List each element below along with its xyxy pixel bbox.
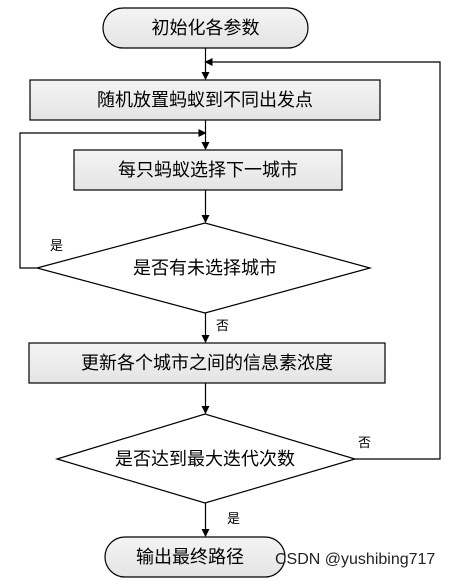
decision1-no-label: 否 — [216, 319, 229, 334]
update-pheromone-label: 更新各个城市之间的信息素浓度 — [81, 353, 333, 374]
edge-decision2-no-loop — [204, 58, 441, 460]
update-pheromone-node: 更新各个城市之间的信息素浓度 — [28, 342, 386, 384]
decision2-no-label: 否 — [358, 436, 371, 451]
watermark: CSDN @yushibing717 — [275, 551, 436, 568]
decision-unselected-label: 是否有未选择城市 — [133, 258, 277, 279]
decision1-yes-label: 是 — [50, 239, 63, 254]
decision-max-iter-label: 是否达到最大迭代次数 — [115, 449, 295, 470]
start-label: 初始化各参数 — [152, 18, 260, 39]
select-city-node: 每只蚂蚁选择下一城市 — [73, 149, 343, 191]
end-label: 输出最终路径 — [136, 547, 244, 568]
decision-max-iterations: 是否达到最大迭代次数 — [54, 413, 358, 504]
end-node: 输出最终路径 — [104, 536, 286, 578]
decision2-yes-label: 是 — [227, 512, 240, 527]
place-ants-label: 随机放置蚂蚁到不同出发点 — [97, 90, 313, 111]
select-city-label: 每只蚂蚁选择下一城市 — [118, 160, 298, 181]
decision-unselected-cities: 是否有未选择城市 — [34, 222, 373, 314]
place-ants-node: 随机放置蚂蚁到不同出发点 — [29, 79, 381, 121]
start-node: 初始化各参数 — [102, 7, 309, 49]
edge-decision1-yes-loop — [19, 129, 207, 269]
